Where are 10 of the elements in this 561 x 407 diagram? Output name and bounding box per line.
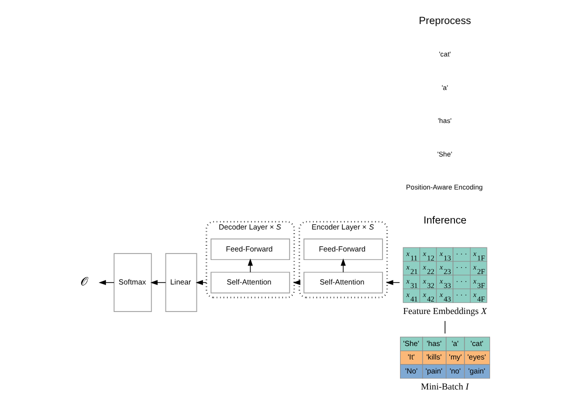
node-label: Feature Embeddings X — [402, 306, 486, 316]
node-label: Mini-Batch I — [420, 381, 468, 392]
node-text: 𝒪 — [80, 276, 88, 288]
arrow — [98, 280, 114, 285]
arrow — [195, 280, 206, 285]
label: Inference — [423, 215, 466, 226]
connector — [444, 320, 445, 334]
arrow — [385, 280, 400, 285]
arrow — [150, 280, 166, 285]
label: Preprocess — [418, 16, 471, 27]
